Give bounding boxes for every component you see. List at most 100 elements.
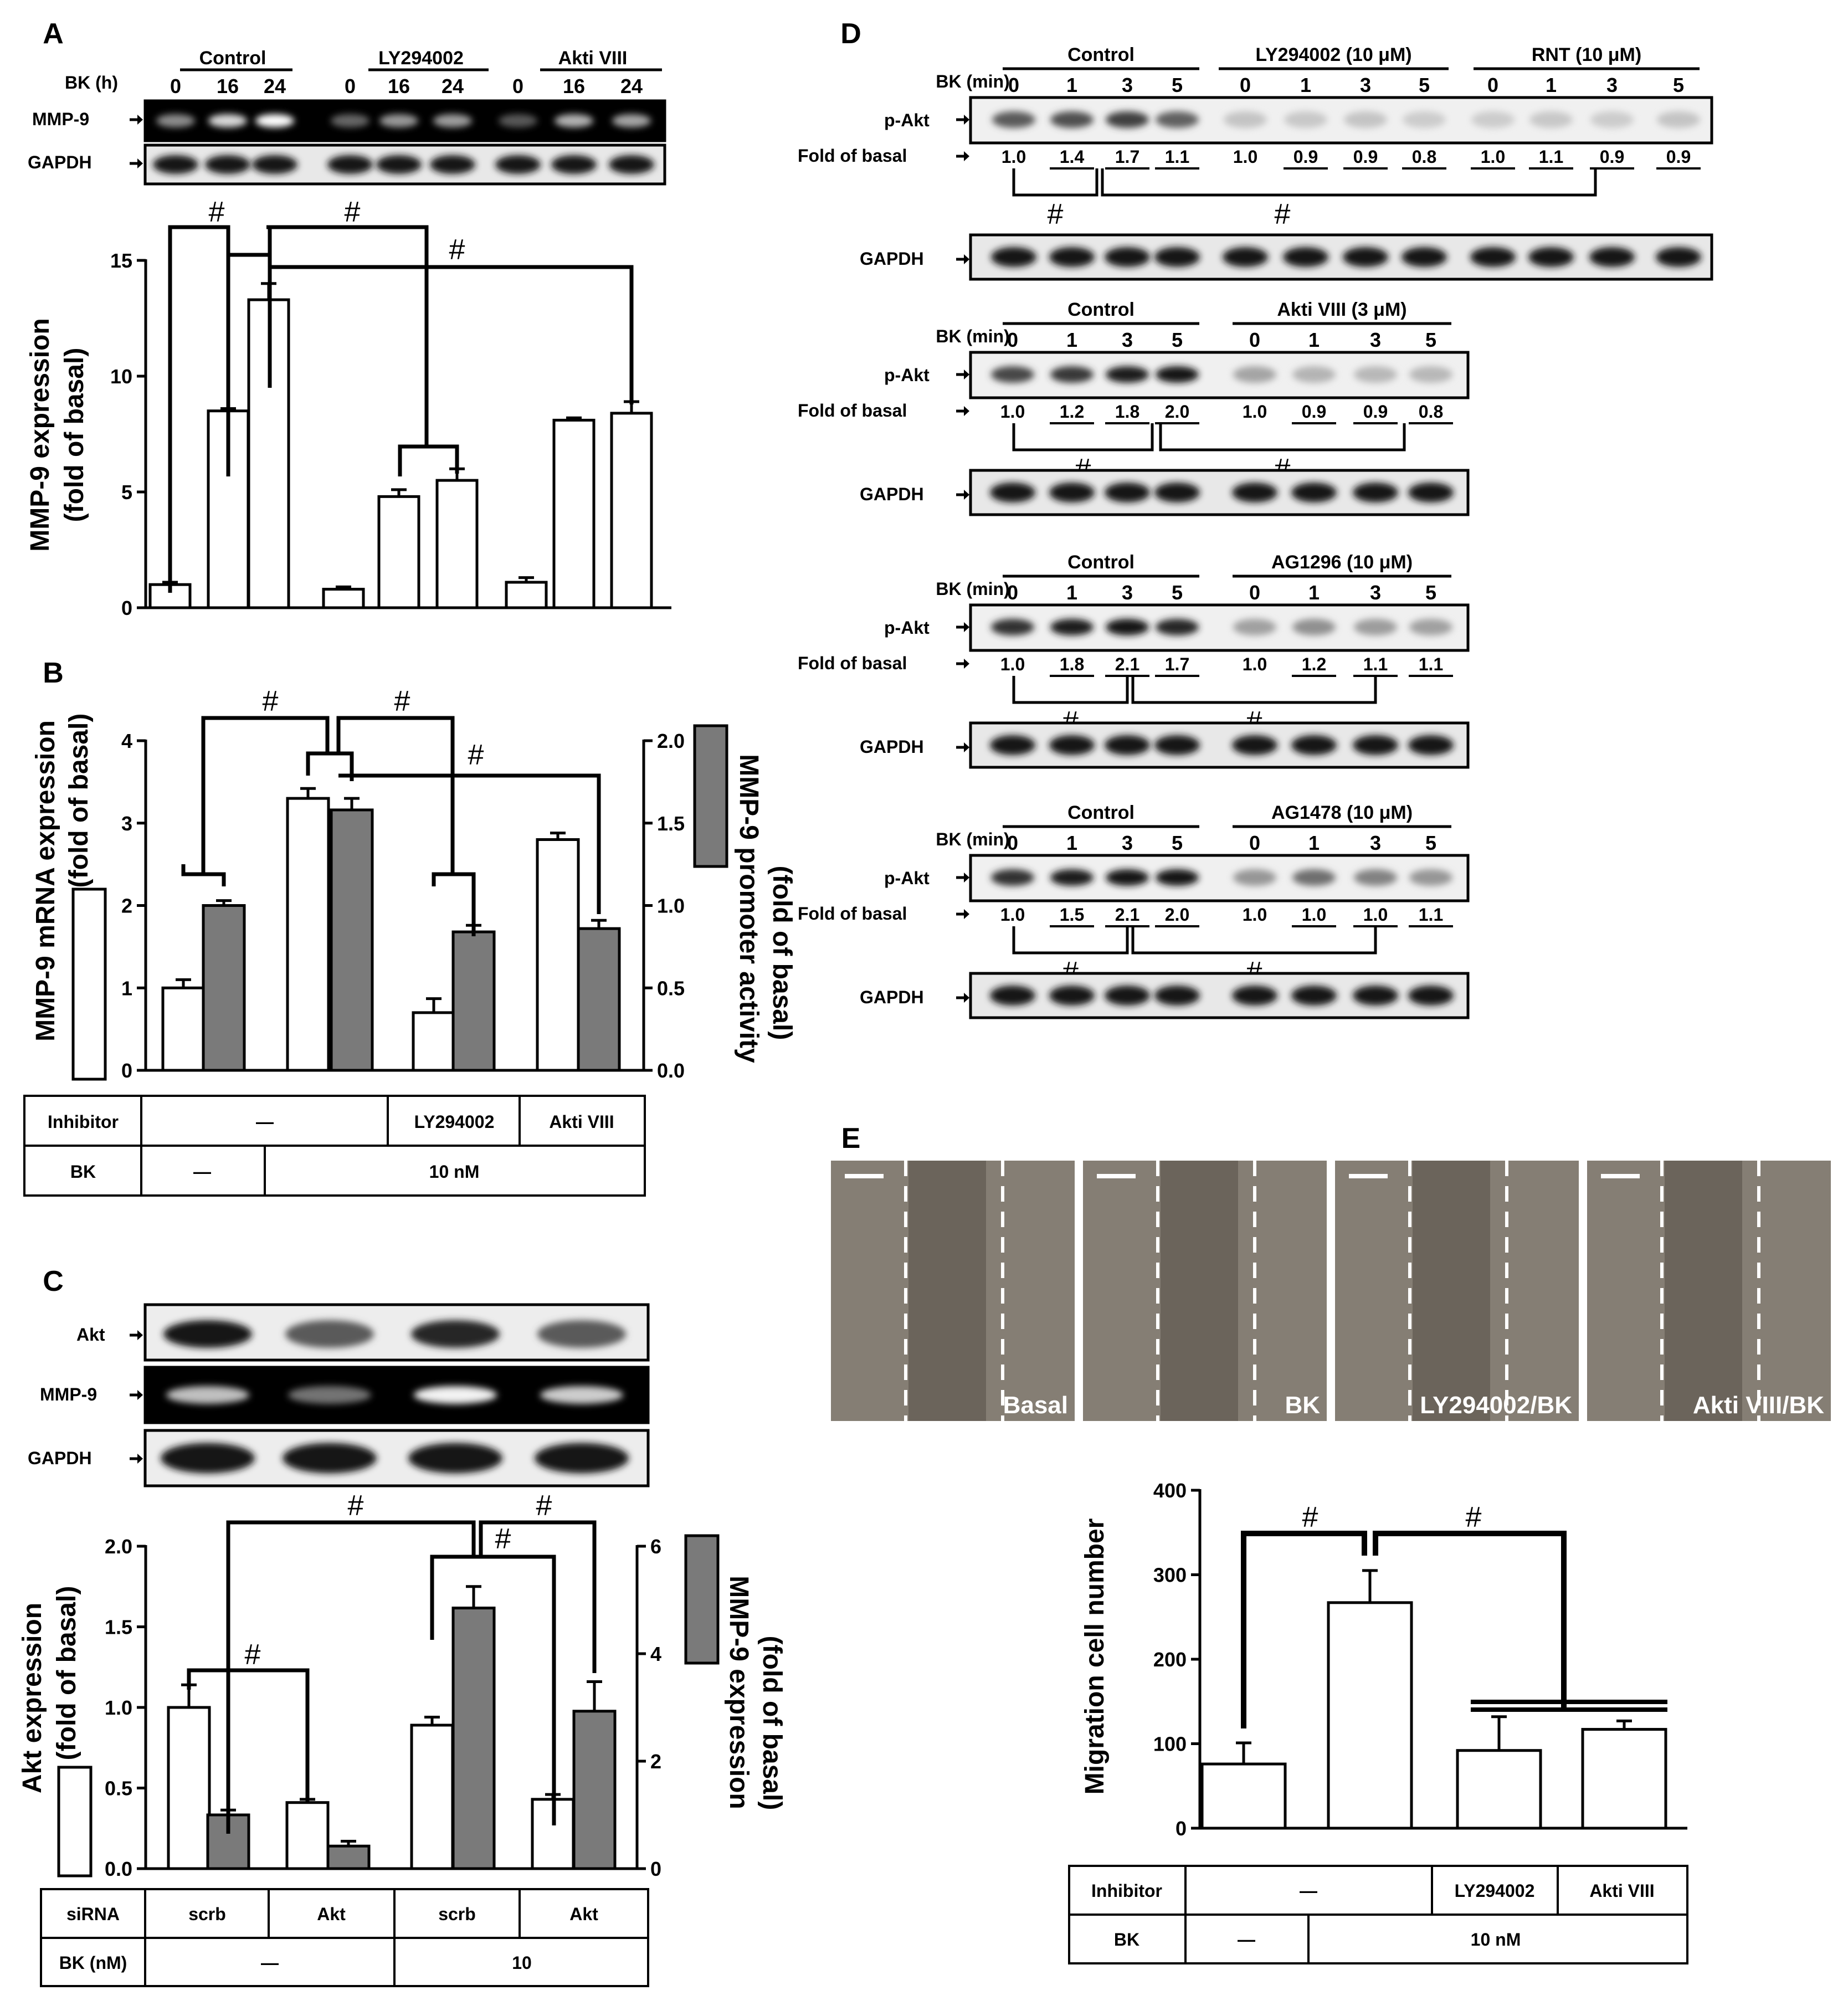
fold-value: 1.0 <box>1002 147 1026 167</box>
significance-mark: # <box>1466 1501 1482 1533</box>
significance-bracket <box>1159 423 1406 452</box>
pakt-band <box>1106 111 1149 128</box>
y-tick-label-right: 0.0 <box>657 1059 685 1082</box>
bar <box>161 986 206 1072</box>
bar <box>536 838 580 1072</box>
time-label: 1 <box>1066 581 1077 604</box>
pakt-band <box>1156 111 1199 128</box>
fold-label: Fold of basal <box>798 904 907 924</box>
time-label: 1 <box>1546 74 1557 96</box>
blot-row-label: GAPDH <box>28 1448 92 1468</box>
time-label: 0 <box>512 75 523 98</box>
legend-box-gray <box>693 724 728 868</box>
fold-value: 2.0 <box>1165 402 1189 422</box>
significance-mark: # <box>1048 198 1064 230</box>
table-cell: siRNA <box>66 1904 120 1924</box>
time-label: 3 <box>1370 832 1381 854</box>
gapdh-arrow-head <box>137 158 143 168</box>
cell-area-left <box>831 1161 908 1421</box>
pakt-band <box>1409 619 1452 635</box>
pakt-band <box>1233 366 1276 383</box>
fold-value: 1.0 <box>1000 905 1025 925</box>
fold-label: Fold of basal <box>798 653 907 673</box>
time-label: 0 <box>1249 832 1260 854</box>
group-label: LY294002 <box>378 48 464 69</box>
significance-bracket <box>187 1668 310 1803</box>
blot-row-label: GAPDH <box>860 987 924 1007</box>
pakt-band <box>1409 869 1452 886</box>
zymo-band <box>331 114 369 127</box>
gapdh-band <box>1291 483 1337 502</box>
group-label: Akti VIII <box>558 48 628 69</box>
cell-area-right <box>1238 1161 1327 1421</box>
y-tick-label-right: 2.0 <box>657 730 685 752</box>
pakt-band <box>1292 366 1336 383</box>
pakt-band <box>1050 869 1094 886</box>
bar <box>412 1011 456 1072</box>
gapdh-band <box>1528 247 1574 267</box>
fold-value: 2.1 <box>1115 905 1139 925</box>
zymo-band <box>288 1386 371 1404</box>
fold-value: 1.0 <box>1302 905 1326 925</box>
bar <box>451 930 496 1072</box>
pakt-band <box>1403 111 1446 128</box>
y-tick-label-right: 6 <box>650 1535 661 1558</box>
pakt-band <box>1050 366 1094 383</box>
y-tick-label-right: 4 <box>650 1643 661 1665</box>
fold-value: 1.1 <box>1363 654 1388 674</box>
significance-bracket <box>270 265 634 404</box>
fold-value: 1.4 <box>1060 147 1085 167</box>
time-label: 0 <box>170 75 181 98</box>
y-tick-label: 300 <box>1153 1564 1187 1587</box>
panel-label-A: A <box>43 18 64 50</box>
fold-value: 1.0 <box>1000 402 1025 422</box>
y-tick-label: 0.5 <box>105 1777 132 1800</box>
pakt-band <box>1106 869 1149 886</box>
gapdh-band <box>430 155 475 174</box>
akt-band <box>163 1320 252 1348</box>
significance-bracket <box>201 716 330 874</box>
fold-value: 1.0 <box>1363 905 1388 925</box>
time-label: 0 <box>1008 74 1019 96</box>
time-label: 3 <box>1370 581 1381 604</box>
fold-value: 1.1 <box>1419 905 1443 925</box>
gapdhc-arrow-head <box>137 1454 143 1464</box>
y-tick-label-right: 1.5 <box>657 812 685 835</box>
bar <box>572 1710 617 1870</box>
y-axis-title: (fold of basal) <box>52 1586 81 1761</box>
panel-label-C: C <box>43 1265 64 1297</box>
y-tick-label: 1 <box>121 977 132 999</box>
time-label: 16 <box>217 75 239 98</box>
time-label: 1 <box>1066 74 1077 96</box>
fold-label: Fold of basal <box>798 401 907 420</box>
fold-value: 0.9 <box>1353 147 1378 167</box>
pakt-band <box>1050 111 1094 128</box>
bar <box>505 581 548 609</box>
gapdh-band <box>1408 735 1454 755</box>
bk-label: BK (min) <box>936 71 1009 91</box>
gapdh-band <box>1232 986 1277 1006</box>
gapdh-band <box>1105 247 1150 267</box>
blot-row-label: GAPDH <box>860 737 924 757</box>
blot-row-label: MMP-9 <box>40 1384 97 1404</box>
significance-bracket <box>453 872 476 936</box>
table-cell: BK (nM) <box>59 1953 127 1973</box>
blot-row-label: MMP-9 <box>32 109 89 129</box>
table-cell: — <box>256 1112 274 1132</box>
pakt-band <box>1354 869 1397 886</box>
time-label: 24 <box>442 75 464 98</box>
significance-bracket <box>1131 926 1377 955</box>
group-label: AG1296 (10 μM) <box>1271 552 1413 573</box>
table-cell: Akt <box>317 1904 346 1924</box>
bar <box>330 808 374 1072</box>
y-tick-label: 15 <box>110 249 132 272</box>
y-axis-title: (fold of basal) <box>60 348 89 522</box>
time-label: 5 <box>1425 329 1436 351</box>
y-tick-label: 1.5 <box>105 1616 132 1639</box>
table-cell: BK <box>1114 1930 1139 1950</box>
time-label: 1 <box>1300 74 1311 96</box>
gapdh-band <box>1656 247 1701 267</box>
gapdh-band <box>1154 986 1200 1006</box>
cell-area-right <box>1742 1161 1831 1421</box>
